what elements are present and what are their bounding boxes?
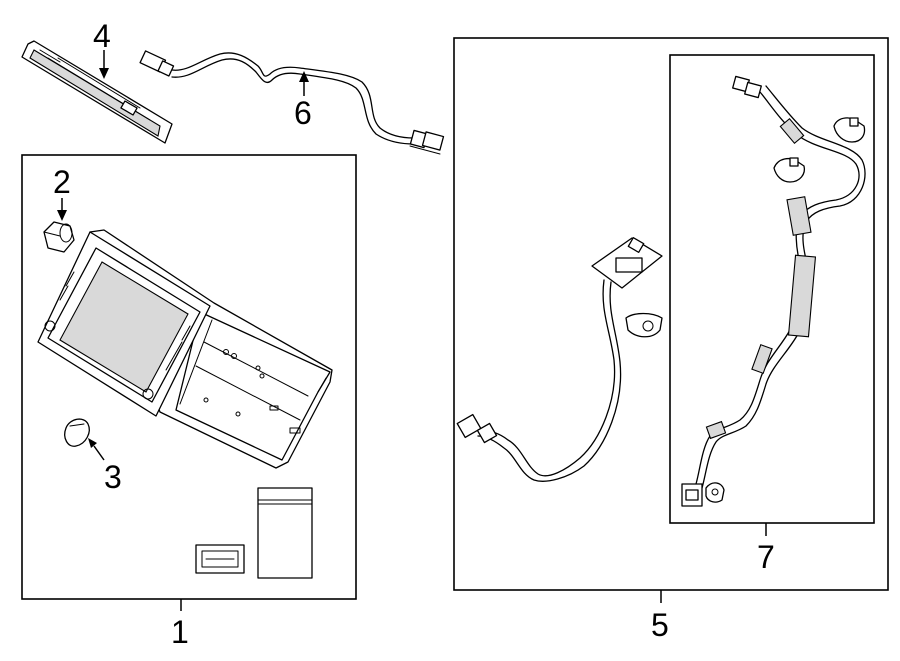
callout-5: 5 [651, 607, 669, 643]
arrow-4 [99, 68, 109, 79]
arrow-2 [57, 210, 67, 221]
leader-3 [93, 445, 105, 461]
group-box-5 [453, 37, 889, 591]
group-box-7 [669, 54, 875, 524]
bracket-plate-part [21, 40, 173, 144]
group-box-1 [21, 154, 357, 600]
label-large [257, 487, 313, 579]
cable-part [139, 50, 445, 155]
callout-1: 1 [171, 614, 189, 650]
callout-4: 4 [93, 18, 111, 54]
arrow-6 [299, 71, 309, 82]
bushing-part [43, 221, 75, 253]
callout-2: 2 [53, 164, 71, 200]
callout-3: 3 [104, 459, 122, 495]
callout-6: 6 [294, 95, 312, 131]
label-small [195, 544, 245, 574]
display-unit-part [37, 229, 333, 469]
arrow-3 [88, 438, 97, 448]
knob-part [64, 418, 90, 447]
callout-7: 7 [757, 539, 775, 575]
harness-assembly-part [456, 237, 663, 482]
wire-harness-part [681, 75, 866, 507]
